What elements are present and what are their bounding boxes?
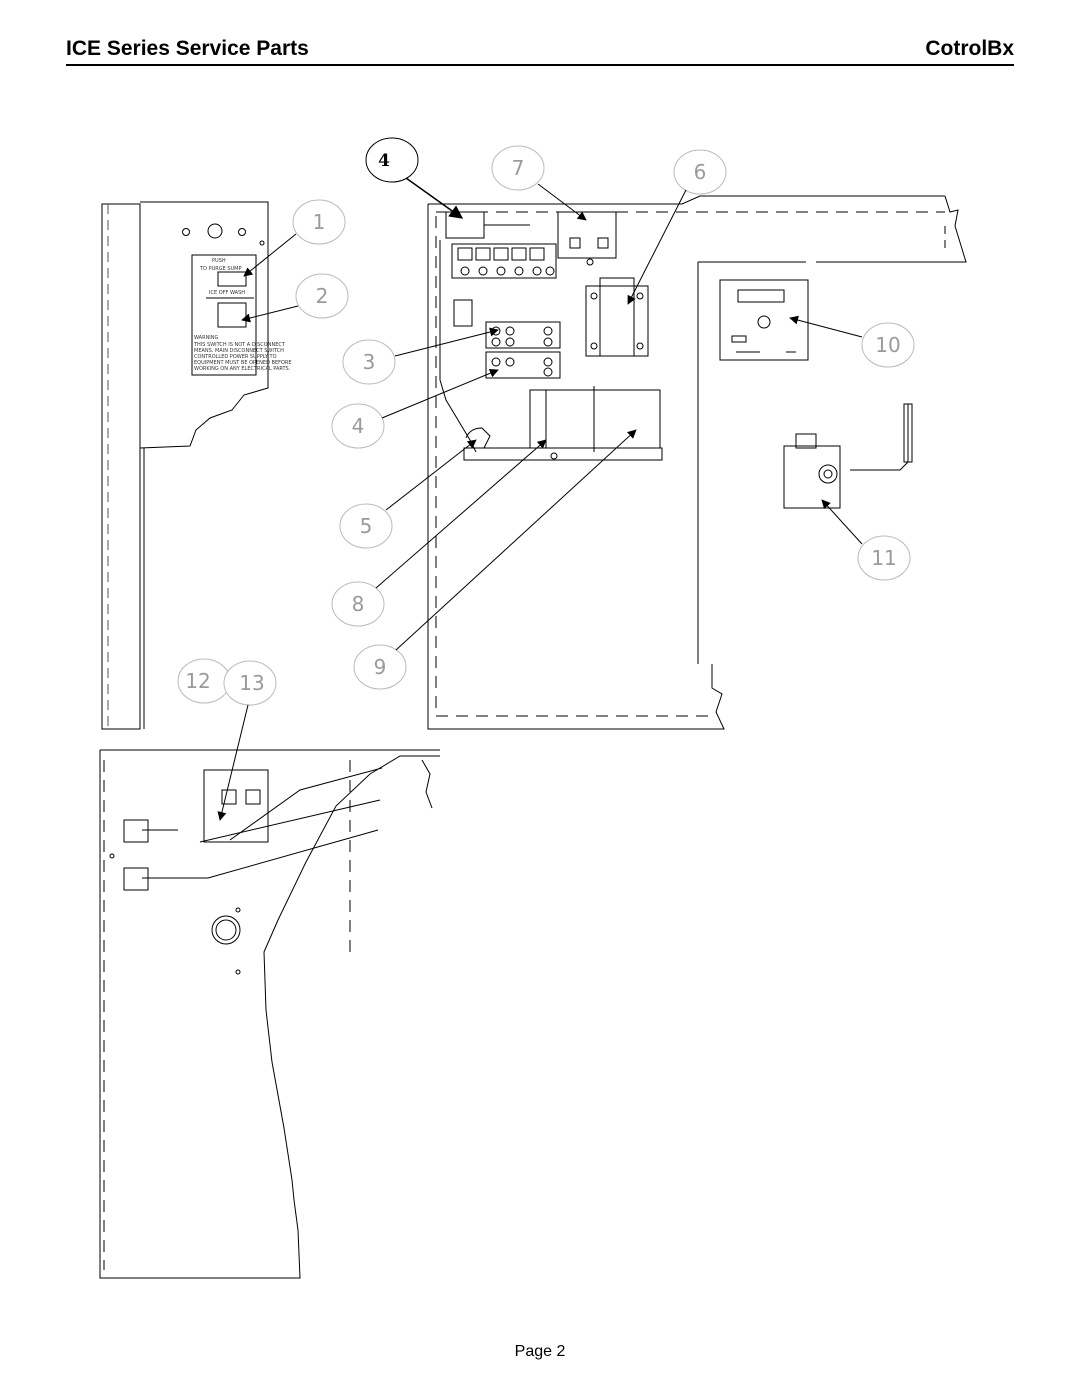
switch-panel-labels: PUSH TO PURGE SUMP ICE OFF WASH WARNING … [193, 258, 292, 372]
switch-positions-label: ICE OFF WASH [209, 290, 245, 296]
terminal-strips [451, 243, 561, 379]
callout-1: 1 [313, 210, 326, 234]
callout-3: 3 [363, 350, 376, 374]
section-title: CotrolBx [925, 37, 1014, 60]
leader-lines [217, 177, 863, 821]
warning-line-4: EQUIPMENT MUST BE OPENED BEFORE [194, 360, 292, 366]
callout-4: 4 [352, 414, 365, 438]
transformer [463, 386, 663, 461]
callout-11: 11 [871, 546, 896, 570]
page-title: ICE Series Service Parts [66, 37, 309, 60]
callout-13: 13 [239, 671, 264, 695]
water-valve-control [783, 403, 913, 509]
push-label-2: TO PURGE SUMP [199, 266, 242, 272]
callout-8: 8 [352, 592, 365, 616]
callout-14: 4 [378, 151, 390, 171]
callout-10: 10 [875, 333, 900, 357]
warning-line-1: THIS SWITCH IS NOT A DISCONNECT [193, 342, 286, 348]
callout-6: 6 [694, 160, 707, 184]
callout-numbers: 4 7 6 1 2 3 4 5 8 9 10 11 12 13 [185, 151, 900, 695]
callout-7: 7 [512, 156, 525, 180]
page-header: ICE Series Service Parts CotrolBx [66, 34, 1014, 66]
warning-title: WARNING [194, 335, 219, 341]
switch-panel [101, 201, 269, 730]
controller-board [719, 279, 809, 361]
push-label-1: PUSH [212, 258, 226, 264]
callout-5: 5 [360, 514, 373, 538]
relay-device [445, 211, 617, 266]
contactor [585, 277, 649, 357]
callout-2: 2 [316, 284, 329, 308]
callout-12: 12 [185, 669, 210, 693]
control-box-outline [427, 195, 967, 730]
warning-line-2: MEANS. MAIN DISCONNECT SWITCH [194, 348, 284, 354]
callouts [177, 137, 915, 706]
warning-line-3: CONTROLLED POWER SUPPLY TO [194, 354, 277, 360]
callout-9: 9 [374, 655, 387, 679]
page-number: Page 2 [514, 1343, 566, 1360]
lower-panel [99, 749, 440, 1279]
warning-line-5: WORKING ON ANY ELECTRICAL PARTS. [194, 366, 291, 372]
